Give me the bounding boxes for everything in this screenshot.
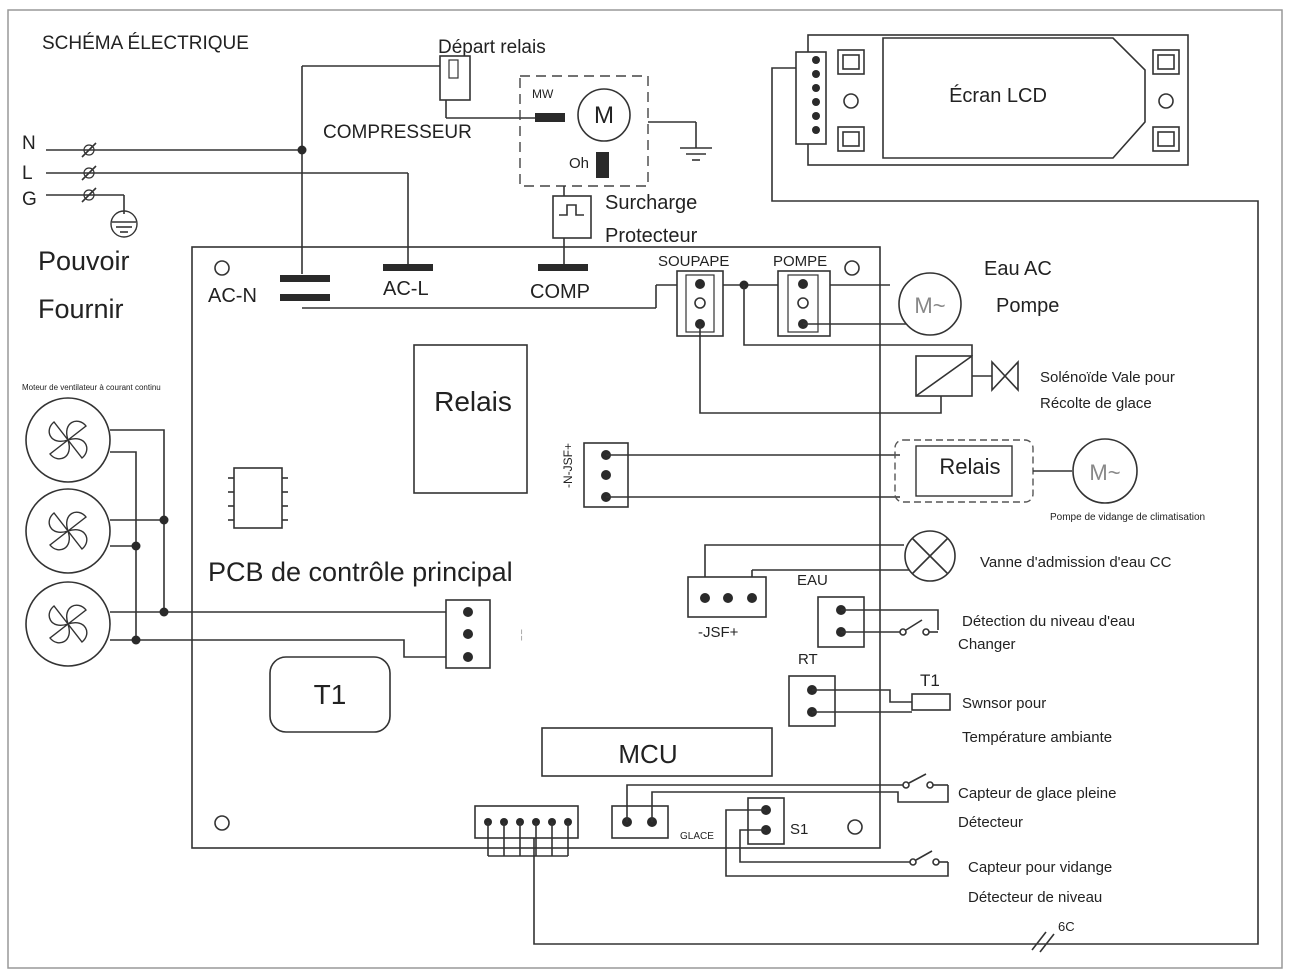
fan-motor-label: Moteur de ventilateur à courant continu bbox=[22, 383, 161, 392]
soupape-label: SOUPAPE bbox=[658, 253, 729, 270]
ac-water-pump-motor bbox=[898, 272, 962, 336]
water-pump-label-1: Eau AC bbox=[984, 258, 1052, 280]
lcd-cable bbox=[533, 67, 1259, 945]
water-level-switch bbox=[841, 609, 939, 636]
power-n-label: N bbox=[22, 133, 36, 154]
mount-hole bbox=[214, 815, 230, 831]
water-pump-label-2: Pompe bbox=[996, 295, 1059, 317]
power-input-lines bbox=[46, 142, 408, 214]
oh-label: Oh bbox=[569, 155, 589, 172]
mw-terminal bbox=[535, 113, 565, 122]
water-level-label-1: Détection du niveau d'eau bbox=[962, 613, 1135, 630]
glace-connector bbox=[611, 805, 669, 839]
lcd-board-connector-pins bbox=[484, 818, 572, 857]
t1-component bbox=[269, 656, 391, 733]
t1-sensor-label: T1 bbox=[920, 671, 940, 690]
lcd-connector-pins bbox=[812, 56, 820, 134]
drain-sensor-label-2: Détecteur de niveau bbox=[968, 889, 1102, 906]
compressor-label: COMPRESSEUR bbox=[323, 122, 472, 143]
water-level-label-2: Changer bbox=[958, 636, 1016, 653]
mw-label: MW bbox=[532, 87, 554, 101]
lcd-module bbox=[807, 34, 1189, 166]
fan-icon bbox=[25, 397, 111, 483]
temp-sensor-label-1: Swnsor pour bbox=[962, 695, 1046, 712]
lcd-mount-holes bbox=[837, 49, 1180, 152]
t1-label: T1 bbox=[314, 679, 347, 710]
relay-block bbox=[413, 344, 528, 494]
comp-label: COMP bbox=[530, 281, 590, 303]
cable-6c-label: 6C bbox=[1058, 919, 1075, 934]
mount-hole bbox=[844, 260, 860, 276]
s1-label: S1 bbox=[790, 821, 808, 838]
eau-label: EAU bbox=[797, 572, 828, 589]
compressor-ground-icon bbox=[648, 121, 712, 161]
drain-sensor-label-1: Capteur pour vidange bbox=[968, 859, 1112, 876]
rt-label: RT bbox=[798, 651, 818, 668]
pompe-label: POMPE bbox=[773, 253, 827, 270]
start-relay-label: Départ relais bbox=[438, 37, 546, 58]
compressor-housing bbox=[519, 75, 649, 187]
ice-full-label-1: Capteur de glace pleine bbox=[958, 785, 1116, 802]
outer-frame bbox=[7, 9, 1283, 969]
earth-ground-icon bbox=[110, 210, 138, 238]
overload-label-1: Surcharge bbox=[605, 192, 697, 214]
overload-protector bbox=[552, 195, 592, 239]
s1-connector bbox=[747, 797, 785, 845]
solenoid-label-1: Solénoïde Vale pour bbox=[1040, 369, 1175, 386]
power-supply-label-2: Fournir bbox=[38, 294, 124, 324]
lcd-screen bbox=[882, 37, 1146, 159]
drain-pump-motor bbox=[1072, 438, 1138, 504]
lcd-label: Écran LCD bbox=[949, 84, 1047, 107]
power-g-label: G bbox=[22, 189, 37, 210]
fan-wiring bbox=[110, 429, 446, 658]
lcd-board-connector bbox=[474, 805, 579, 839]
solenoid-label-2: Récolte de glace bbox=[1040, 395, 1152, 412]
glace-label: GLACE bbox=[680, 831, 714, 842]
drain-relay-label: Relais bbox=[939, 454, 1000, 479]
pump-wiring bbox=[699, 285, 973, 414]
eau-connector bbox=[817, 596, 865, 648]
drain-pump-label: Pompe de vidange de climatisation bbox=[1050, 512, 1205, 523]
comp-terminal bbox=[538, 264, 588, 271]
overload-label-2: Protecteur bbox=[605, 225, 698, 247]
drain-pump-motor-label: M~ bbox=[1089, 460, 1120, 485]
oh-terminal bbox=[596, 152, 609, 178]
fan-connector-mark: ¦ bbox=[520, 627, 523, 641]
power-l-label: L bbox=[22, 163, 33, 184]
njsf-label: -N-JSF+ bbox=[561, 443, 575, 488]
relay-label: Relais bbox=[434, 386, 512, 417]
water-inlet-valve-label: Vanne d'admission d'eau CC bbox=[980, 554, 1172, 571]
jsf-label: -JSF+ bbox=[698, 624, 739, 641]
mcu-label: MCU bbox=[618, 739, 677, 769]
ac-water-pump-motor-label: M~ bbox=[914, 293, 945, 318]
fan-icon bbox=[25, 488, 111, 574]
drain-level-switch bbox=[725, 809, 949, 877]
compressor-motor bbox=[577, 88, 631, 142]
mcu-chip bbox=[541, 727, 773, 777]
solenoid-valve-icon bbox=[991, 359, 1019, 393]
mount-hole bbox=[214, 260, 230, 276]
ac-l-terminal bbox=[383, 264, 433, 271]
lcd-connector bbox=[795, 51, 827, 145]
compressor-motor-label: M bbox=[594, 102, 614, 129]
mount-hole bbox=[847, 819, 863, 835]
ac-n-label: AC-N bbox=[208, 285, 257, 307]
ac-n-terminal bbox=[280, 275, 330, 282]
pcb-label: PCB de contrôle principal bbox=[208, 557, 513, 587]
water-inlet-valve-icon bbox=[904, 530, 956, 582]
ice-full-label-2: Détecteur bbox=[958, 814, 1023, 831]
ic-chip bbox=[228, 467, 288, 529]
temperature-sensor bbox=[812, 689, 951, 713]
mains-wiring bbox=[297, 65, 890, 309]
rt-connector bbox=[788, 675, 836, 727]
diagram-title: SCHÉMA ÉLECTRIQUE bbox=[42, 33, 249, 54]
ac-l-label: AC-L bbox=[383, 278, 429, 300]
temp-sensor-label-2: Température ambiante bbox=[962, 729, 1112, 746]
fan-icon bbox=[25, 581, 111, 667]
main-pcb bbox=[191, 246, 881, 849]
ice-full-switch bbox=[626, 773, 949, 822]
ac-n-terminal bbox=[280, 294, 330, 301]
power-supply-label-1: Pouvoir bbox=[38, 246, 130, 276]
